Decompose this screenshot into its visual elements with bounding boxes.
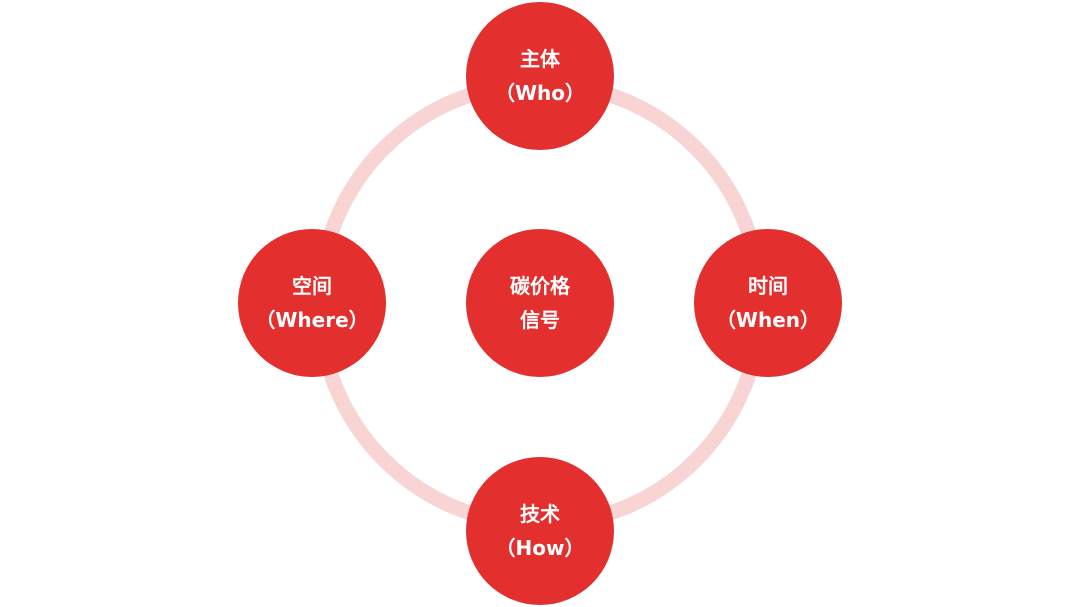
node-where: 空间 （Where） [238,229,386,377]
node-who-subtitle: （Who） [494,81,586,105]
node-when-title: 时间 [748,274,788,298]
node-when-subtitle: （When） [715,308,821,332]
node-when: 时间 （When） [694,229,842,377]
node-who-title: 主体 [520,47,560,71]
node-where-title: 空间 [292,274,332,298]
node-how-subtitle: （How） [495,536,585,560]
node-where-subtitle: （Where） [255,308,369,332]
node-center-line2: 信号 [520,308,560,332]
node-how-title: 技术 [520,502,560,526]
node-who: 主体 （Who） [466,2,614,150]
node-how: 技术 （How） [466,457,614,605]
node-center: 碳价格 信号 [466,229,614,377]
node-center-line1: 碳价格 [510,274,570,298]
